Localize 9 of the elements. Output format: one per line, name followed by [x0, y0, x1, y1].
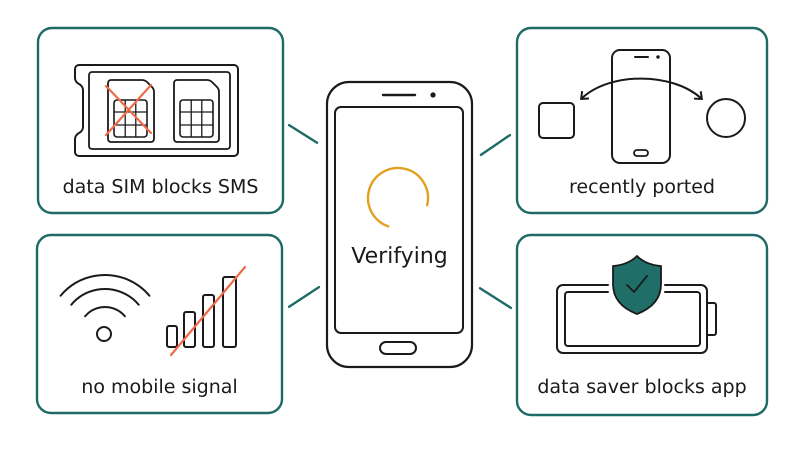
connector-line: [288, 286, 320, 308]
panel: no mobile signal: [36, 234, 284, 414]
panel: data saver blocks app: [516, 234, 768, 416]
connector-line: [480, 134, 512, 156]
panel: recently ported: [516, 26, 768, 214]
connector-line: [288, 124, 318, 144]
connector-line: [478, 287, 512, 310]
phone: Verifying: [326, 80, 474, 368]
panel: data SIM blocks SMS: [36, 26, 284, 214]
